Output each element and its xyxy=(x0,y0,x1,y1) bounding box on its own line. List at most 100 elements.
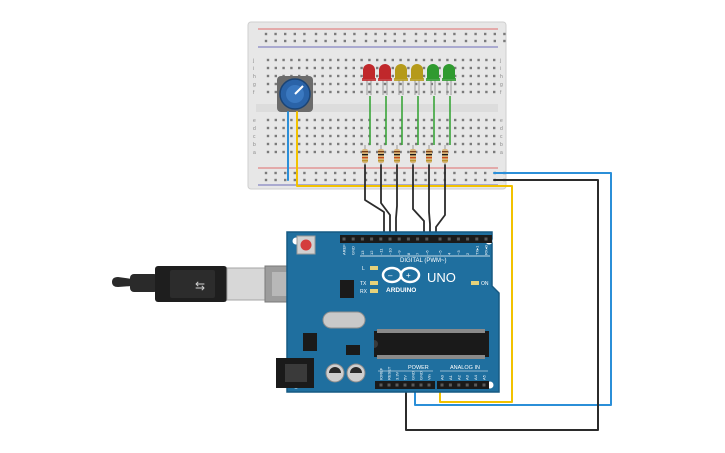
resistor-band xyxy=(378,151,384,153)
digital-header[interactable] xyxy=(340,235,492,243)
resistor[interactable] xyxy=(426,149,432,163)
yellow-led[interactable] xyxy=(411,64,423,79)
breadboard-hole xyxy=(337,82,340,86)
digital-pin-label: 2 xyxy=(465,252,470,255)
breadboard-hole xyxy=(321,58,324,62)
breadboard-hole xyxy=(477,118,480,122)
breadboard-hole xyxy=(485,66,488,70)
breadboard-hole xyxy=(469,134,472,138)
voltage-regulator xyxy=(303,333,317,351)
power-pin[interactable] xyxy=(427,383,431,387)
breadboard-hole xyxy=(360,58,363,62)
breadboard-hole xyxy=(266,58,270,62)
red-led[interactable] xyxy=(379,64,391,79)
potentiometer[interactable] xyxy=(277,76,313,112)
digital-pin[interactable] xyxy=(456,237,460,241)
analog-pin[interactable] xyxy=(465,383,469,387)
breadboard-hole xyxy=(321,118,324,122)
breadboard-hole xyxy=(454,134,457,138)
digital-pin-label: GND xyxy=(351,246,356,255)
capacitor-mark xyxy=(350,367,362,373)
digital-pin[interactable] xyxy=(484,237,488,241)
wire-led-to-pin[interactable] xyxy=(380,164,391,240)
power-pin[interactable] xyxy=(395,383,399,387)
breadboard-hole xyxy=(438,90,441,94)
digital-pin[interactable] xyxy=(416,237,420,241)
digital-pin[interactable] xyxy=(342,237,346,241)
digital-pin[interactable] xyxy=(379,237,383,241)
resistor[interactable] xyxy=(362,149,368,163)
resistor[interactable] xyxy=(378,149,384,163)
breadboard-hole xyxy=(399,150,402,154)
wire-led-to-pin[interactable] xyxy=(428,164,431,240)
digital-pin[interactable] xyxy=(406,237,410,241)
digital-pin[interactable] xyxy=(425,237,429,241)
analog-pin[interactable] xyxy=(474,383,478,387)
wire-rail-black[interactable] xyxy=(405,179,599,431)
digital-pin[interactable] xyxy=(438,237,442,241)
digital-pin[interactable] xyxy=(466,237,470,241)
wire-led-to-pin[interactable] xyxy=(364,164,385,240)
breadboard-hole xyxy=(485,90,488,94)
rail-hole xyxy=(384,32,387,36)
breadboard-hole xyxy=(298,142,301,146)
digital-pin-label: ~11 xyxy=(378,248,383,255)
digital-pin[interactable] xyxy=(475,237,479,241)
green-led[interactable] xyxy=(427,64,439,79)
breadboard-hole xyxy=(329,58,332,62)
breadboard-hole xyxy=(290,142,293,146)
analog-header[interactable] xyxy=(437,381,489,389)
reset-button-cap[interactable] xyxy=(300,239,312,251)
digital-pin[interactable] xyxy=(360,237,364,241)
rail-hole xyxy=(374,39,377,43)
digital-pin[interactable] xyxy=(351,237,355,241)
wire-led-to-pin[interactable] xyxy=(395,164,398,240)
wire-led-to-pin[interactable] xyxy=(412,164,425,240)
analog-pin[interactable] xyxy=(482,383,486,387)
rail-hole xyxy=(334,178,337,182)
resistor[interactable] xyxy=(410,149,416,163)
analog-pin-label: A2 xyxy=(456,374,461,380)
breadboard-hole xyxy=(376,150,379,154)
resistor-band xyxy=(394,151,400,153)
row-letter: g xyxy=(500,82,503,88)
rail-hole xyxy=(474,39,477,43)
breadboard-hole xyxy=(415,58,418,62)
breadboard-hole xyxy=(477,126,480,130)
analog-pin[interactable] xyxy=(448,383,452,387)
resistor[interactable] xyxy=(442,149,448,163)
resistor[interactable] xyxy=(394,149,400,163)
digital-pin[interactable] xyxy=(397,237,401,241)
red-led[interactable] xyxy=(363,64,375,79)
breadboard-hole xyxy=(376,126,379,130)
breadboard-hole xyxy=(360,90,363,94)
power-pin[interactable] xyxy=(419,383,423,387)
breadboard-hole xyxy=(352,58,355,62)
power-pin[interactable] xyxy=(379,383,383,387)
analog-pin[interactable] xyxy=(457,383,461,387)
power-pin[interactable] xyxy=(387,383,391,387)
breadboard-hole xyxy=(337,126,340,130)
usb-cable[interactable]: ⇆ xyxy=(112,265,316,303)
power-pin[interactable] xyxy=(403,383,407,387)
yellow-led[interactable] xyxy=(395,64,407,79)
digital-pin[interactable] xyxy=(388,237,392,241)
wire-pot-signal-yellow[interactable] xyxy=(296,111,513,403)
breadboard-hole xyxy=(337,58,340,62)
breadboard-hole xyxy=(352,82,355,86)
breadboard-hole xyxy=(337,142,340,146)
breadboard-hole xyxy=(313,150,316,154)
wire-rail-blue[interactable] xyxy=(414,172,612,406)
breadboard-hole xyxy=(446,142,449,146)
resistor-band xyxy=(426,154,432,156)
power-pin[interactable] xyxy=(411,383,415,387)
digital-pin[interactable] xyxy=(447,237,451,241)
analog-pin[interactable] xyxy=(440,383,444,387)
green-led[interactable] xyxy=(443,64,455,79)
led-rim xyxy=(410,78,424,81)
digital-pin[interactable] xyxy=(370,237,374,241)
breadboard-hole xyxy=(407,134,410,138)
rail-hole xyxy=(314,178,318,182)
led-rim xyxy=(426,78,440,81)
